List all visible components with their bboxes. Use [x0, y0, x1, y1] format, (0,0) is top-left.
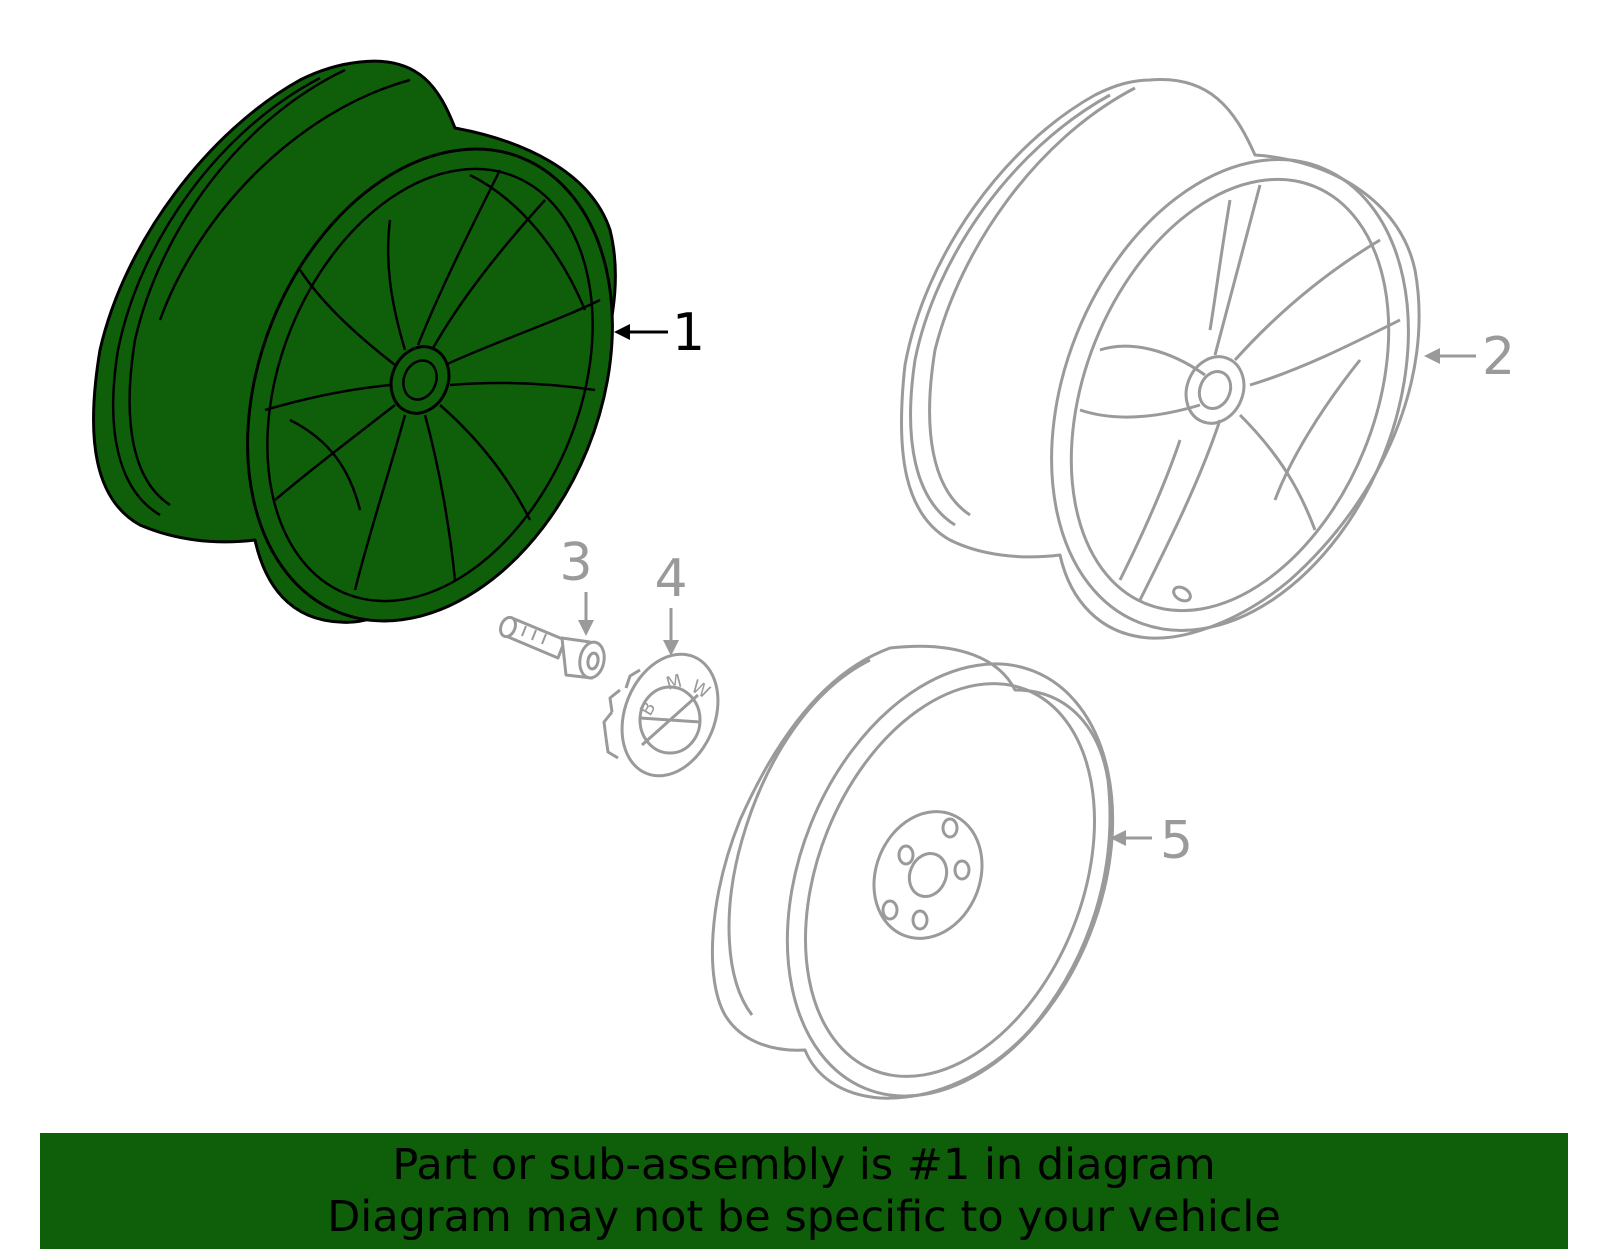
center-cap[interactable]: B M W [602, 640, 735, 791]
callout-label-4: 4 [654, 549, 687, 609]
callout-1: 1 [614, 303, 705, 363]
callout-label-3: 3 [559, 533, 592, 593]
spare-wheel[interactable] [710, 615, 1173, 1145]
callout-3: 3 [559, 533, 594, 636]
wheel-bolt[interactable] [498, 615, 607, 680]
alloy-wheel[interactable] [900, 78, 1474, 684]
callout-label-2: 2 [1482, 327, 1515, 387]
banner-line-2: Diagram may not be specific to your vehi… [327, 1192, 1281, 1242]
banner-line-1: Part or sub-assembly is #1 in diagram [392, 1140, 1216, 1190]
callout-label-1: 1 [672, 303, 705, 363]
cap-letter-m: M [664, 671, 684, 695]
callout-5: 5 [1110, 811, 1193, 871]
highlighted-wheel[interactable] [92, 59, 679, 676]
callout-2: 2 [1424, 327, 1515, 387]
callout-4: 4 [654, 549, 688, 656]
info-banner: Part or sub-assembly is #1 in diagram Di… [40, 1133, 1568, 1249]
callout-label-5: 5 [1160, 811, 1193, 871]
